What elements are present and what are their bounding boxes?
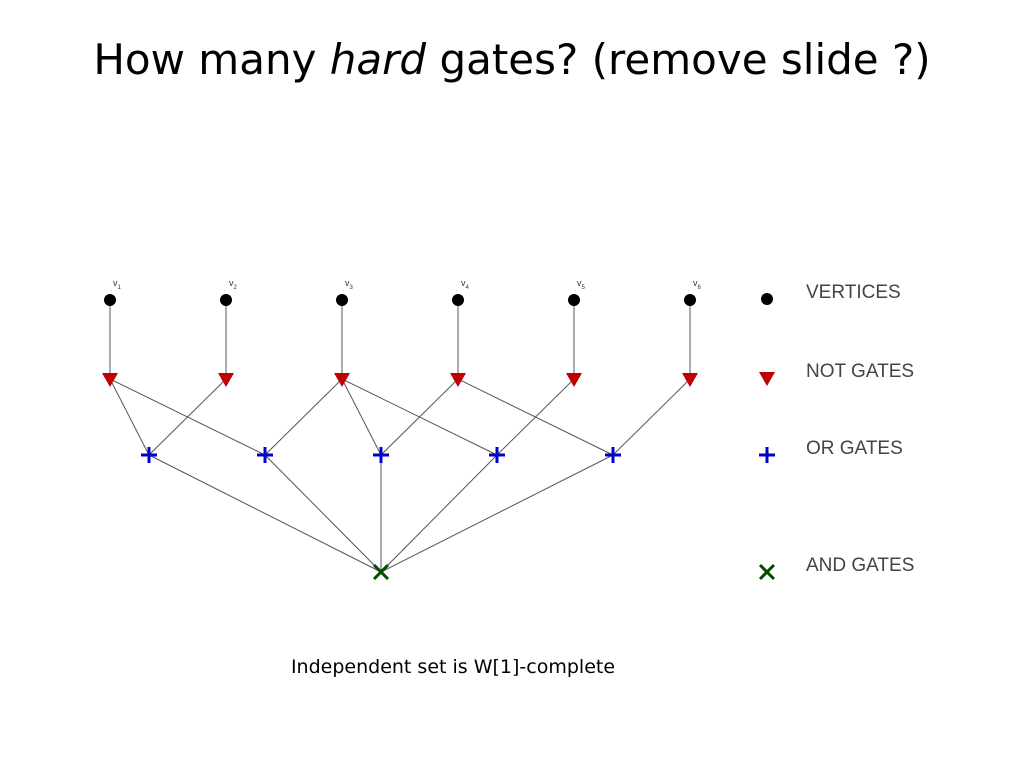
vertex-label-v2: v2 — [229, 278, 238, 291]
circuit-edges — [109, 300, 691, 573]
legend-vertex-icon — [761, 293, 773, 305]
not-gate-v3 — [334, 373, 350, 387]
legend-label-and-gate: AND GATES — [806, 555, 914, 576]
vertex-label-v5: v5 — [577, 278, 586, 291]
vertex-label-v4: v4 — [461, 278, 470, 291]
legend-not-gate-icon — [759, 372, 775, 386]
edge-or2-and — [264, 454, 382, 573]
slide-caption: Independent set is W[1]-complete — [290, 656, 616, 678]
vertex-v4 — [452, 294, 464, 306]
edge-not-v1-or1 — [109, 378, 150, 456]
vertex-v6 — [684, 294, 696, 306]
not-gate-v6 — [682, 373, 698, 387]
legend-label-or-gate: OR GATES — [806, 438, 903, 459]
legend-label-vertex: VERTICES — [806, 282, 901, 303]
vertex-v1 — [104, 294, 116, 306]
vertex-v5 — [568, 294, 580, 306]
vertex-label-v6: v6 — [693, 278, 702, 291]
edge-or4-and — [380, 454, 498, 573]
or-gate-1 — [141, 447, 157, 463]
not-gate-v4 — [450, 373, 466, 387]
not-gate-v1 — [102, 373, 118, 387]
legend-label-not-gate: NOT GATES — [806, 361, 914, 382]
or-gate-4 — [489, 447, 505, 463]
circuit-nodes: v1 v2 v3 v4 v5 v6 — [102, 278, 702, 581]
legend-and-gate-icon — [758, 563, 776, 581]
not-gate-v2 — [218, 373, 234, 387]
and-gate — [372, 563, 390, 581]
edge-not-v1-or2 — [109, 378, 266, 456]
vertex-v3 — [336, 294, 348, 306]
legend-or-gate-icon — [759, 447, 775, 463]
or-gate-3 — [373, 447, 389, 463]
edge-not-v3-or2 — [264, 378, 343, 456]
or-gate-5 — [605, 447, 621, 463]
edge-not-v3-or3 — [341, 378, 382, 456]
title-emphasis: hard — [329, 35, 427, 84]
vertex-label-v1: v1 — [113, 278, 122, 291]
edge-not-v4-or5 — [457, 378, 614, 456]
slide-title: How many hard gates? (remove slide ?) — [40, 30, 984, 90]
edge-or5-and — [380, 454, 614, 573]
not-gate-v5 — [566, 373, 582, 387]
edge-not-v3-or4 — [341, 378, 498, 456]
legend: VERTICES NOT GATES OR GATES AND GATES — [758, 282, 914, 581]
vertex-label-v3: v3 — [345, 278, 354, 291]
vertex-v2 — [220, 294, 232, 306]
edge-not-v6-or5 — [612, 378, 691, 456]
title-suffix: gates? (remove slide ?) — [426, 35, 931, 84]
edge-or1-and — [148, 454, 382, 573]
or-gate-2 — [257, 447, 273, 463]
title-prefix: How many — [93, 35, 330, 84]
